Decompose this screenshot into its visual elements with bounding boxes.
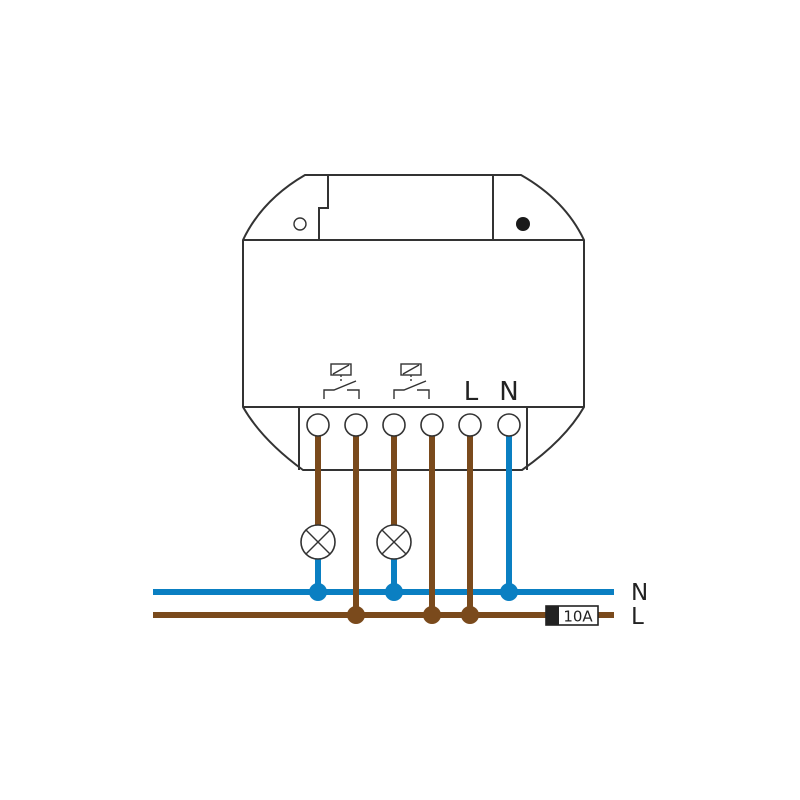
relay-switch-icon bbox=[393, 363, 430, 399]
terminal-screw bbox=[420, 413, 444, 437]
lamp-icon bbox=[300, 524, 336, 560]
junction-dot bbox=[461, 606, 479, 624]
terminal-label-neutral: N bbox=[499, 377, 518, 407]
junction-dot bbox=[423, 606, 441, 624]
fuse: 10A bbox=[545, 605, 599, 626]
junction-dot bbox=[309, 583, 327, 601]
service-button-icon bbox=[293, 217, 307, 231]
wires bbox=[315, 425, 512, 615]
relay-contact bbox=[393, 380, 430, 399]
housing-step-left bbox=[318, 175, 329, 240]
terminal-screw bbox=[458, 413, 482, 437]
relay-contact bbox=[323, 380, 360, 399]
fuse-rating: 10A bbox=[563, 608, 593, 626]
neutral-line-label: N bbox=[631, 580, 648, 606]
terminal-screw bbox=[344, 413, 368, 437]
lamp-icon bbox=[376, 524, 412, 560]
live-line-label: L bbox=[631, 604, 644, 630]
junction-dot bbox=[500, 583, 518, 601]
terminal-screw bbox=[382, 413, 406, 437]
relay-coil-diagonal bbox=[332, 364, 350, 375]
terminal-screw bbox=[497, 413, 521, 437]
fuse-cap bbox=[546, 606, 559, 625]
junction-dot bbox=[385, 583, 403, 601]
junction-dot bbox=[347, 606, 365, 624]
housing-outline bbox=[242, 174, 585, 471]
relay-switch-icon bbox=[323, 363, 360, 399]
relay-coil-diagonal bbox=[402, 364, 420, 375]
terminal-label-live: L bbox=[464, 377, 479, 407]
module-housing bbox=[242, 174, 585, 471]
terminal-screw bbox=[306, 413, 330, 437]
junctions bbox=[309, 583, 518, 624]
lamp-1-cross-b bbox=[305, 529, 331, 555]
status-led-icon bbox=[516, 217, 530, 231]
lamp-2-cross-b bbox=[381, 529, 407, 555]
terminal-block bbox=[306, 413, 521, 437]
